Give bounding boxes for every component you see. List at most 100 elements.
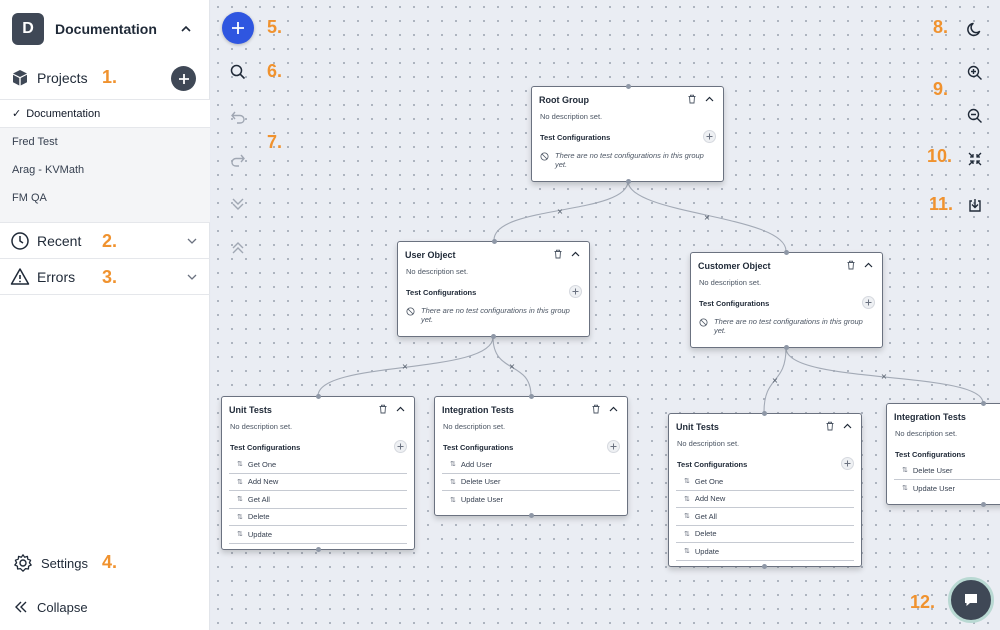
test-item-label: Update xyxy=(694,546,720,556)
test-item[interactable]: ⇅Add New xyxy=(676,491,854,508)
sort-icon: ⇅ xyxy=(450,496,456,504)
test-item[interactable]: ⇅Update User xyxy=(894,480,1000,498)
test-item[interactable]: ⇅Update xyxy=(229,526,407,544)
edge-delete-icon[interactable]: × xyxy=(557,207,564,216)
zoom-in-button[interactable] xyxy=(963,61,987,85)
dark-mode-toggle[interactable] xyxy=(963,17,987,41)
settings-button[interactable]: Settings 4. xyxy=(0,548,210,578)
test-item[interactable]: ⇅Delete xyxy=(676,526,854,543)
warning-icon xyxy=(10,268,30,285)
chevron-up-icon[interactable] xyxy=(178,21,194,37)
workspace-header[interactable]: D Documentation xyxy=(12,12,198,46)
input-port[interactable] xyxy=(529,394,534,399)
trash-icon[interactable] xyxy=(378,404,388,414)
graph-canvas[interactable]: × × × × × × 5. 6. 7. 8. 9. 10. xyxy=(211,0,1000,630)
test-item[interactable]: ⇅Add New xyxy=(229,474,407,491)
test-item[interactable]: ⇅Get One xyxy=(229,456,407,474)
plus-icon xyxy=(844,460,851,467)
add-test-config-button[interactable] xyxy=(607,440,620,453)
errors-section-header[interactable]: Errors 3. xyxy=(0,259,210,295)
edge-delete-icon[interactable]: × xyxy=(881,372,888,381)
input-port[interactable] xyxy=(981,401,986,406)
trash-icon[interactable] xyxy=(591,404,601,414)
output-port[interactable] xyxy=(626,179,631,184)
node-integration-tests[interactable]: Integration Tests No description set. Te… xyxy=(434,396,628,516)
add-project-button[interactable] xyxy=(171,66,196,91)
trash-icon[interactable] xyxy=(825,421,835,431)
output-port[interactable] xyxy=(529,513,534,518)
chevrons-left-icon xyxy=(15,601,27,613)
test-item[interactable]: ⇅Update User xyxy=(442,491,620,509)
output-port[interactable] xyxy=(762,564,767,569)
recent-section-header[interactable]: Recent 2. xyxy=(0,223,210,259)
add-test-config-button[interactable] xyxy=(703,130,716,143)
chevron-up-icon[interactable] xyxy=(608,404,619,415)
edge-user-integration xyxy=(492,336,532,397)
project-item-documentation[interactable]: ✓ Documentation xyxy=(0,100,210,128)
test-item[interactable]: ⇅Get All xyxy=(229,491,407,509)
trash-icon[interactable] xyxy=(846,260,856,270)
undo-button[interactable] xyxy=(226,105,250,129)
node-customer-object[interactable]: Customer Object No description set. Test… xyxy=(690,252,883,348)
chevron-up-icon[interactable] xyxy=(704,94,715,105)
output-port[interactable] xyxy=(491,334,496,339)
node-unit-tests[interactable]: Unit Tests No description set. Test Conf… xyxy=(221,396,415,550)
chevron-up-icon[interactable] xyxy=(570,249,581,260)
chevron-down-icon[interactable] xyxy=(186,235,198,247)
input-port[interactable] xyxy=(626,84,631,89)
node-description: No description set. xyxy=(230,422,293,431)
project-item-arag-kvmath[interactable]: Arag - KVMath xyxy=(0,156,210,184)
expand-all-button[interactable] xyxy=(226,192,250,216)
output-port[interactable] xyxy=(316,547,321,552)
edge-delete-icon[interactable]: × xyxy=(704,213,711,222)
test-item-label: Add User xyxy=(460,459,493,469)
chevron-up-icon[interactable] xyxy=(395,404,406,415)
test-configurations-label: Test Configurations xyxy=(895,450,966,459)
output-port[interactable] xyxy=(981,502,986,507)
search-button[interactable] xyxy=(226,60,250,84)
node-description: No description set. xyxy=(540,112,603,121)
collapse-all-button[interactable] xyxy=(226,236,250,260)
add-test-config-button[interactable] xyxy=(569,285,582,298)
node-integration-tests[interactable]: Integration Tests No description set. Te… xyxy=(886,403,1000,505)
sort-icon: ⇅ xyxy=(902,467,908,475)
add-test-config-button[interactable] xyxy=(841,457,854,470)
export-button[interactable] xyxy=(963,193,987,217)
test-item[interactable]: ⇅Get One xyxy=(676,473,854,491)
redo-button[interactable] xyxy=(226,148,250,172)
test-item[interactable]: ⇅Get All xyxy=(676,508,854,526)
input-port[interactable] xyxy=(316,394,321,399)
input-port[interactable] xyxy=(784,250,789,255)
chevrons-up-icon xyxy=(232,242,244,254)
collapse-button[interactable]: Collapse xyxy=(0,592,210,622)
test-item-label: Delete xyxy=(247,512,270,522)
chevron-up-icon[interactable] xyxy=(863,260,874,271)
zoom-out-button[interactable] xyxy=(963,104,987,128)
chevron-down-icon[interactable] xyxy=(186,271,198,283)
projects-section-header[interactable]: Projects 1. xyxy=(0,58,210,98)
test-item[interactable]: ⇅Update xyxy=(676,543,854,561)
edge-delete-icon[interactable]: × xyxy=(509,362,516,371)
input-port[interactable] xyxy=(762,411,767,416)
node-unit-tests[interactable]: Unit Tests No description set. Test Conf… xyxy=(668,413,862,567)
project-item-fred-test[interactable]: Fred Test xyxy=(0,128,210,156)
edge-delete-icon[interactable]: × xyxy=(402,362,409,371)
add-node-button[interactable] xyxy=(222,12,254,44)
project-item-fm-qa[interactable]: FM QA xyxy=(0,184,210,212)
trash-icon[interactable] xyxy=(687,94,697,104)
node-user-object[interactable]: User Object No description set. Test Con… xyxy=(397,241,590,337)
edge-delete-icon[interactable]: × xyxy=(772,376,779,385)
fit-view-button[interactable] xyxy=(963,147,987,171)
output-port[interactable] xyxy=(784,345,789,350)
test-item[interactable]: ⇅Delete xyxy=(229,509,407,526)
chat-button[interactable] xyxy=(948,577,994,623)
input-port[interactable] xyxy=(492,239,497,244)
chevron-up-icon[interactable] xyxy=(842,421,853,432)
test-item[interactable]: ⇅Add User xyxy=(442,456,620,474)
node-root-group[interactable]: Root Group No description set. Test Conf… xyxy=(531,86,724,182)
test-item[interactable]: ⇅Delete User xyxy=(442,474,620,491)
test-item[interactable]: ⇅Delete User xyxy=(894,462,1000,480)
trash-icon[interactable] xyxy=(553,249,563,259)
add-test-config-button[interactable] xyxy=(394,440,407,453)
add-test-config-button[interactable] xyxy=(862,296,875,309)
